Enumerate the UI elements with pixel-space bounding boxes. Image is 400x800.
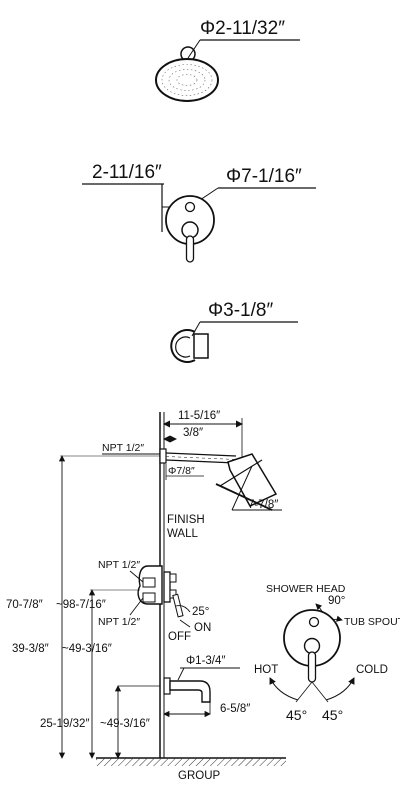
trim-plate-side: [163, 571, 171, 603]
spout-height-right: ~49-3/16″: [100, 718, 150, 730]
shower-head-face: [155, 58, 219, 102]
tub-spout-top-view: Φ3-1/8″: [170, 300, 298, 363]
side-elevation: FINISH WALL 11-5/16″ 3/8″ NPT 1/2″ Φ7/8″…: [6, 410, 286, 782]
valve-port: [142, 592, 156, 603]
shower-head-diameter-label: Φ2-11/32″: [200, 18, 285, 39]
valve-trim-view: 2-11/16″ Φ7-1/16″: [82, 162, 316, 263]
leader-line: [129, 597, 144, 616]
valve-handle: [307, 651, 317, 683]
arm-diameter-label: Φ7/8″: [168, 465, 195, 477]
arm-projection-label: 11-5/16″: [178, 410, 220, 422]
head-height-left: 70-7/8″: [6, 599, 43, 611]
valve-height-right: ~49-3/16″: [62, 643, 112, 655]
arm-flange: [159, 448, 167, 464]
trim-plate-diameter-label: Φ7-1/16″: [226, 166, 302, 187]
valve-height-left: 39-3/8″: [12, 643, 49, 655]
finish-wall-label: WALL: [167, 528, 198, 540]
nozzle-ring: [161, 64, 213, 96]
angle-arc: [175, 605, 191, 613]
off-label: OFF: [168, 631, 191, 643]
npt-arm-label: NPT 1/2″: [102, 442, 144, 454]
angle-line: [311, 681, 329, 703]
shower-arm-centerline: [165, 456, 237, 460]
spout-flange: [163, 677, 171, 695]
valve-body-side: [137, 565, 184, 618]
leader-line: [177, 667, 185, 681]
flange-width-label: 3/8″: [183, 427, 203, 439]
nozzle-ring: [168, 69, 206, 91]
dimension-line: [231, 465, 253, 511]
diverter-knob: [184, 201, 196, 213]
leader-line: [179, 619, 191, 628]
cold-angle-label: 45°: [322, 707, 343, 723]
hot-arrow: [269, 677, 299, 701]
shower-head-face-line: [215, 483, 273, 511]
npt-valve-bottom-label: NPT 1/2″: [98, 616, 140, 628]
head-diameter-label: 7-7/8″: [248, 499, 278, 511]
shower-head-body: [219, 459, 263, 487]
cold-arrow: [325, 677, 355, 701]
npt-valve-top-label: NPT 1/2″: [98, 559, 140, 571]
cold-label: COLD: [356, 664, 388, 676]
spout-body: [175, 336, 191, 358]
handle-angle-label: 25°: [192, 606, 209, 618]
nozzle-ring: [176, 74, 198, 86]
tub-spout-side: [163, 677, 211, 703]
leader-line: [129, 570, 144, 583]
valve-port: [142, 577, 156, 588]
spout-diameter-label: Φ1-3/4″: [186, 655, 225, 667]
diverter-knob: [308, 616, 320, 628]
tub-spout-diameter-label: Φ3-1/8″: [208, 300, 273, 321]
hot-label: HOT: [254, 664, 278, 676]
leader-line: [199, 187, 219, 201]
on-label: ON: [194, 622, 211, 634]
leader-line: [187, 39, 201, 59]
hot-angle-label: 45°: [286, 707, 307, 723]
ground-label: GROUP: [178, 770, 221, 782]
spout-height-left: 25-19/32″: [40, 718, 89, 730]
shower-angle-label: 90°: [328, 595, 345, 607]
finish-wall-label: FINISH: [167, 514, 205, 526]
ground-hatch: [96, 758, 286, 766]
tub-spout-position-label: TUB SPOUT: [344, 616, 400, 628]
handle-operation-diagram: SHOWER HEAD 90° TUB SPOUT HOT COLD 45° 4…: [254, 583, 400, 723]
shower-head-top-view: Φ2-11/32″: [155, 18, 300, 102]
shower-head-position-label: SHOWER HEAD: [266, 583, 346, 595]
shower-head-side: [227, 453, 278, 507]
diverter-side: [169, 573, 177, 583]
spout-outlet: [193, 333, 209, 359]
spout-body: [170, 329, 196, 363]
trim-offset-label: 2-11/16″: [92, 162, 162, 183]
spout-projection-label: 6-5/8″: [220, 703, 250, 715]
head-height-right: ~98-7/16″: [56, 599, 106, 611]
spout-body-side: [169, 680, 211, 703]
shower-arm: [165, 459, 237, 464]
shower-arm: [165, 452, 237, 457]
valve-handle: [185, 235, 195, 263]
angle-line: [295, 681, 313, 703]
